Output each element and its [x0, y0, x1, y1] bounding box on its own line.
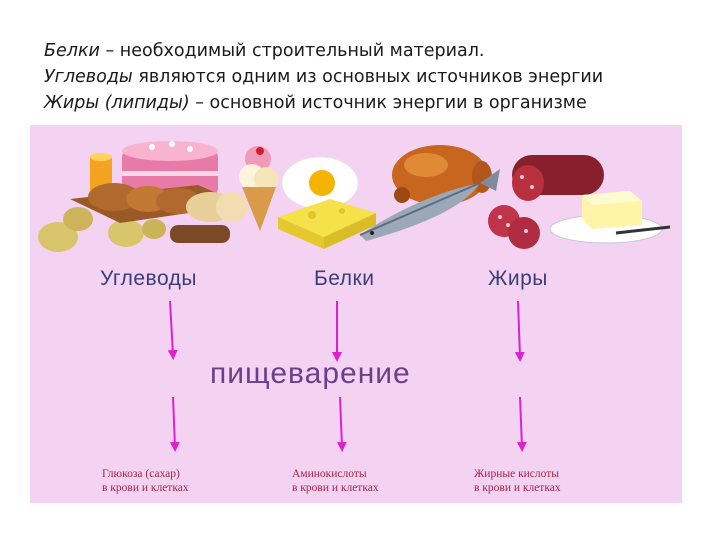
- result-glucose-line2: в крови и клетках: [102, 482, 189, 494]
- arrow-carbs-to-digestion: [167, 300, 178, 360]
- bread-icon: [70, 183, 248, 243]
- arrow-digestion-to-fatty-acids: [516, 396, 527, 452]
- category-carbs: Углеводы: [100, 267, 198, 290]
- category-proteins: Белки: [314, 267, 375, 290]
- intro-line-proteins: Белки – необходимый строительный материа…: [44, 38, 704, 64]
- result-amino-line2: в крови и клетках: [292, 482, 379, 494]
- result-glucose: Глюкоза (сахар) в крови и клетках: [102, 467, 189, 495]
- arrow-digestion-to-amino: [336, 396, 347, 452]
- result-amino-acids: Аминокислоты в крови и клетках: [292, 467, 379, 495]
- category-fats: Жиры: [488, 267, 548, 290]
- intro-line-carbs: Углеводы являются одним из основных исто…: [44, 64, 704, 90]
- desc-carbs: являются одним из основных источников эн…: [132, 67, 604, 87]
- desc-proteins: – необходимый строительный материал.: [99, 41, 485, 61]
- cheese-icon: [278, 199, 376, 249]
- fish-icon: [359, 169, 500, 241]
- potatoes-icon: [38, 207, 166, 252]
- digestion-diagram: Углеводы Белки Жиры пищеварение Глюкоза …: [30, 125, 682, 503]
- result-glucose-line1: Глюкоза (сахар): [102, 468, 180, 480]
- desc-fats: – основной источник энергии в организме: [189, 93, 587, 113]
- intro-text: Белки – необходимый строительный материа…: [44, 38, 704, 116]
- term-proteins: Белки: [44, 41, 100, 61]
- butter-icon: [549, 191, 671, 244]
- digestion-label: пищеварение: [210, 357, 411, 390]
- fried-egg-icon: [281, 156, 359, 210]
- food-illustration: [38, 141, 671, 252]
- term-fats: Жиры (липиды): [44, 93, 190, 113]
- result-fatty-line2: в крови и клетках: [474, 482, 561, 494]
- intro-line-fats: Жиры (липиды) – основной источник энерги…: [44, 90, 704, 116]
- arrows-layer: [167, 300, 527, 452]
- cake-icon: [122, 141, 218, 195]
- ice-cream-icon: [239, 146, 278, 231]
- result-amino-line1: Аминокислоты: [292, 468, 367, 480]
- arrow-digestion-to-glucose: [169, 396, 180, 452]
- result-fatty-acids: Жирные кислоты в крови и клетках: [474, 467, 561, 495]
- result-fatty-line1: Жирные кислоты: [474, 468, 560, 480]
- salami-icon: [488, 155, 604, 249]
- arrow-fats-to-digestion: [514, 300, 525, 362]
- term-carbs: Углеводы: [44, 67, 133, 87]
